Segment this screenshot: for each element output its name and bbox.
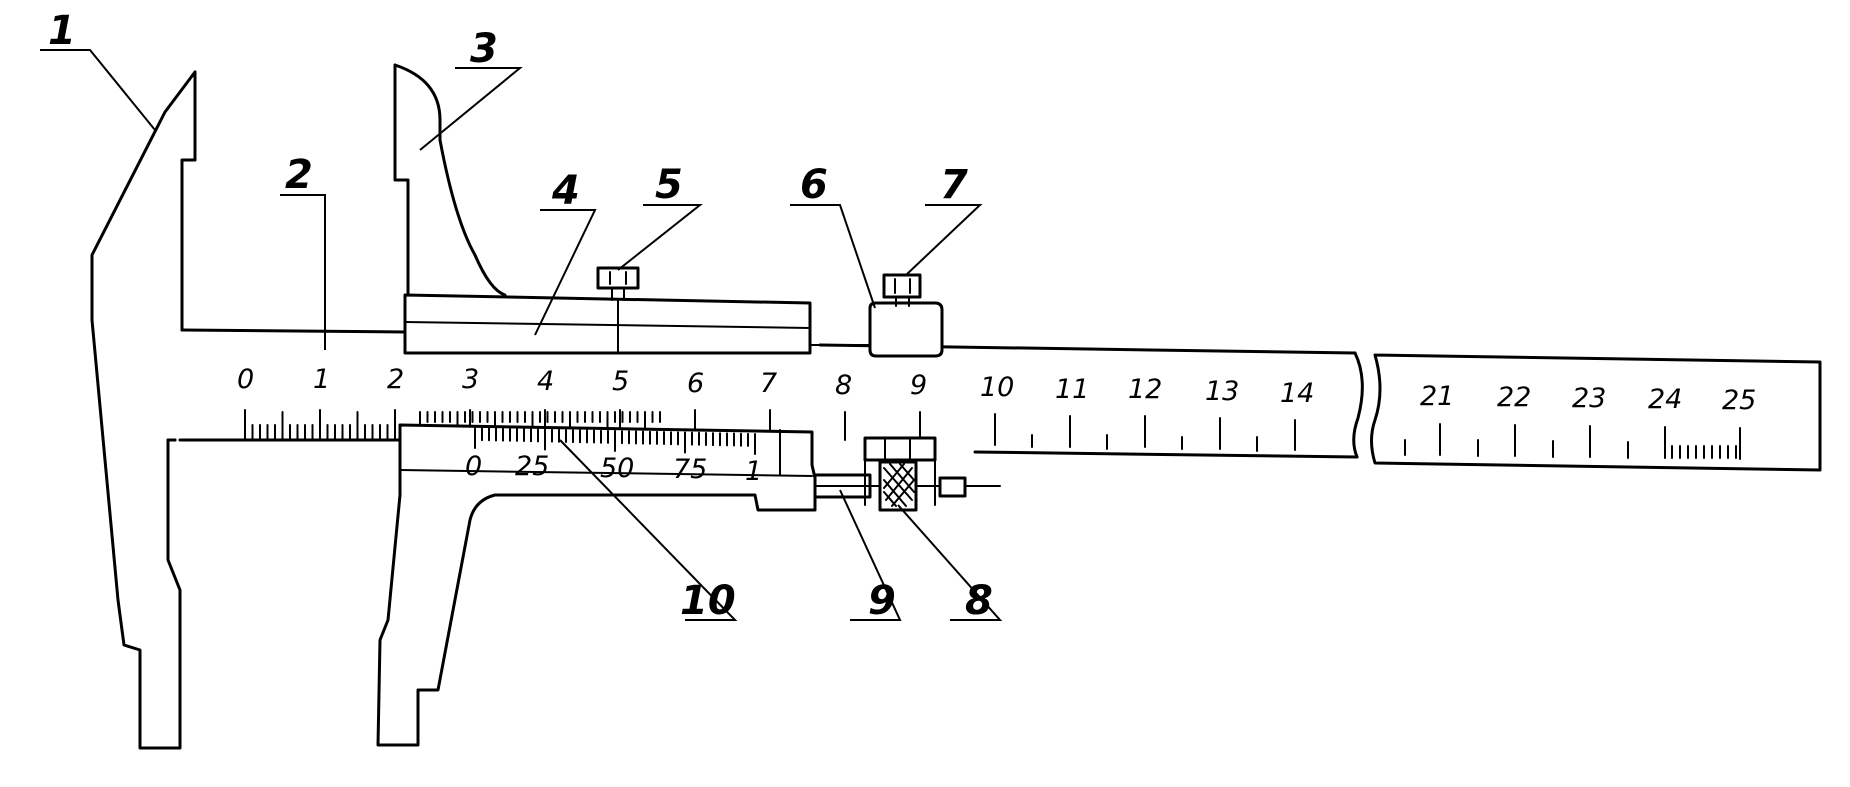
scale-label-1: 1 [313, 364, 330, 395]
scale-label-0: 0 [237, 364, 254, 395]
callout-5: 5 [655, 162, 683, 208]
locking-screw-5 [596, 266, 640, 301]
callout-3: 3 [470, 26, 498, 72]
feed-frame [863, 436, 937, 506]
callout-9: 9 [868, 578, 896, 624]
scale-label-11: 11 [1055, 374, 1089, 405]
callout-8: 8 [965, 578, 993, 624]
callout-2: 2 [285, 152, 313, 198]
scale-label-8: 8 [835, 370, 852, 401]
fixed-jaw [90, 70, 197, 750]
vernier-label-1: 1 [745, 456, 762, 487]
callout-labels: 1 2 3 4 5 6 7 8 9 10 [48, 8, 993, 624]
scale-label-22: 22 [1497, 382, 1531, 413]
lower-frame [376, 423, 817, 747]
vernier-scale [474, 427, 756, 455]
scale-label-7: 7 [760, 368, 777, 399]
scale-label-9: 9 [910, 370, 927, 401]
callout-leaders [40, 49, 1003, 621]
adjust-nut-8 [878, 460, 918, 512]
scale-label-24: 24 [1648, 384, 1682, 415]
scale-label-25: 25 [1722, 385, 1756, 416]
vernier-labels: 0 25 50 75 1 [465, 451, 762, 487]
clamp-6 [868, 301, 944, 358]
callout-7: 7 [940, 162, 968, 208]
scale-label-12: 12 [1128, 374, 1162, 405]
scale-label-3: 3 [462, 364, 479, 395]
scale-label-6: 6 [687, 368, 704, 399]
callout-6: 6 [800, 162, 828, 208]
scale-label-4: 4 [537, 366, 554, 397]
main-scale-labels: 0 1 2 3 4 5 6 7 8 9 10 11 12 13 14 21 22… [237, 364, 1756, 416]
scale-label-23: 23 [1572, 383, 1606, 414]
callout-10: 10 [680, 578, 736, 624]
scale-label-14: 14 [1280, 378, 1314, 409]
scale-label-21: 21 [1420, 381, 1454, 412]
callout-1: 1 [48, 8, 76, 54]
vernier-label-25: 25 [515, 451, 549, 482]
callout-4: 4 [551, 168, 580, 214]
scale-label-10: 10 [980, 372, 1014, 403]
vernier-label-0: 0 [465, 451, 482, 482]
vernier-label-50: 50 [600, 453, 634, 484]
scale-label-2: 2 [387, 364, 404, 395]
scale-label-13: 13 [1205, 376, 1239, 407]
screw-7 [882, 273, 922, 307]
upper-frame [393, 63, 871, 355]
scale-label-5: 5 [612, 366, 629, 397]
vernier-label-75: 75 [673, 454, 707, 485]
main-scale [244, 409, 1741, 460]
